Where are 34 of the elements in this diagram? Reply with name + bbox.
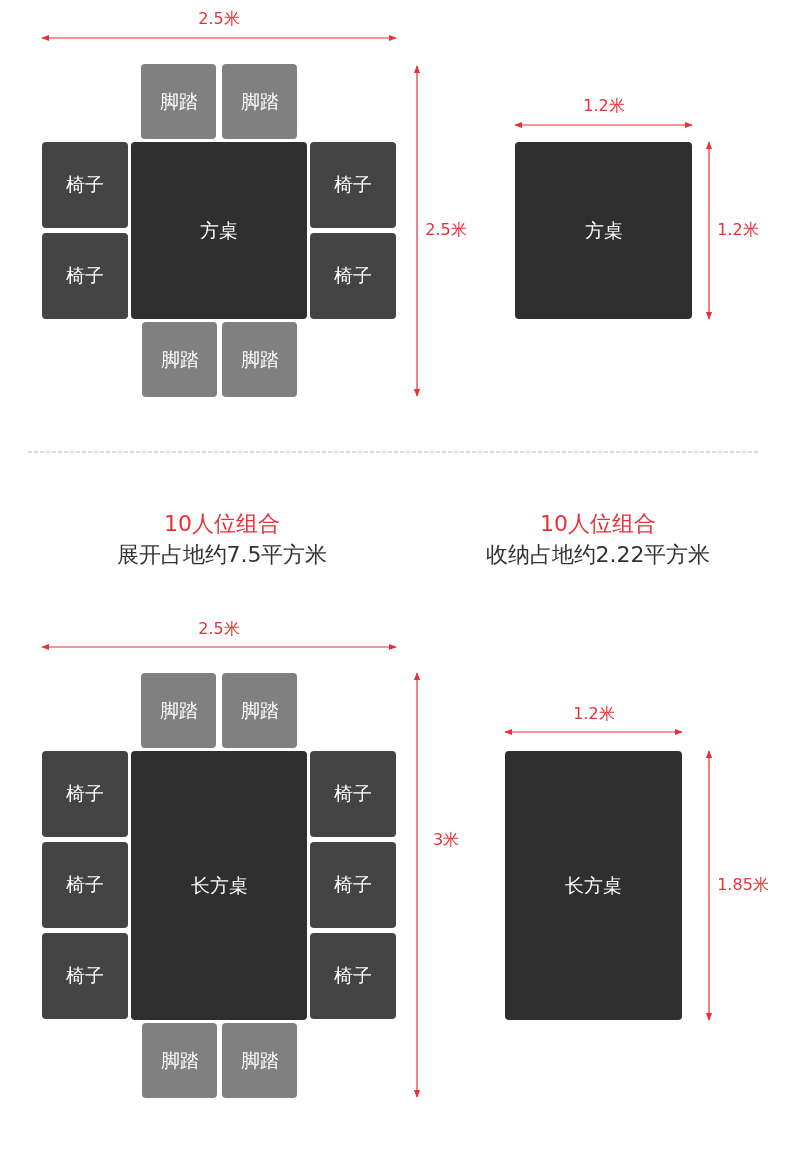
chair-box: 椅子 <box>42 842 128 928</box>
dimension-label: 1.2米 <box>583 95 625 117</box>
dimension-label: 2.5米 <box>425 219 467 241</box>
chair-box: 椅子 <box>310 142 396 228</box>
table-box: 方桌 <box>131 142 307 319</box>
area-note: 收纳占地约2.22平方米 <box>485 541 711 569</box>
heading: 10人位组合 <box>164 510 280 538</box>
dimension-label: 2.5米 <box>198 618 240 640</box>
area-note: 展开占地约7.5平方米 <box>116 541 328 569</box>
stool-box: 脚踏 <box>141 673 216 748</box>
table-box: 方桌 <box>515 142 692 319</box>
table-box: 长方桌 <box>131 751 307 1020</box>
stool-box: 脚踏 <box>141 64 216 139</box>
stool-box: 脚踏 <box>142 1023 217 1098</box>
table-box: 长方桌 <box>505 751 682 1020</box>
dimension-label: 1.2米 <box>717 219 759 241</box>
stool-box: 脚踏 <box>222 64 297 139</box>
chair-box: 椅子 <box>42 933 128 1019</box>
heading: 10人位组合 <box>540 510 656 538</box>
chair-box: 椅子 <box>310 751 396 837</box>
chair-box: 椅子 <box>310 933 396 1019</box>
chair-box: 椅子 <box>42 142 128 228</box>
chair-box: 椅子 <box>42 751 128 837</box>
chair-box: 椅子 <box>42 233 128 319</box>
stool-box: 脚踏 <box>222 322 297 397</box>
chair-box: 椅子 <box>310 842 396 928</box>
chair-box: 椅子 <box>310 233 396 319</box>
dimension-label: 3米 <box>432 829 460 851</box>
stool-box: 脚踏 <box>222 673 297 748</box>
dimension-label: 2.5米 <box>198 8 240 30</box>
stool-box: 脚踏 <box>222 1023 297 1098</box>
dimension-label: 1.85米 <box>717 874 769 896</box>
stool-box: 脚踏 <box>142 322 217 397</box>
dimension-label: 1.2米 <box>573 703 615 725</box>
